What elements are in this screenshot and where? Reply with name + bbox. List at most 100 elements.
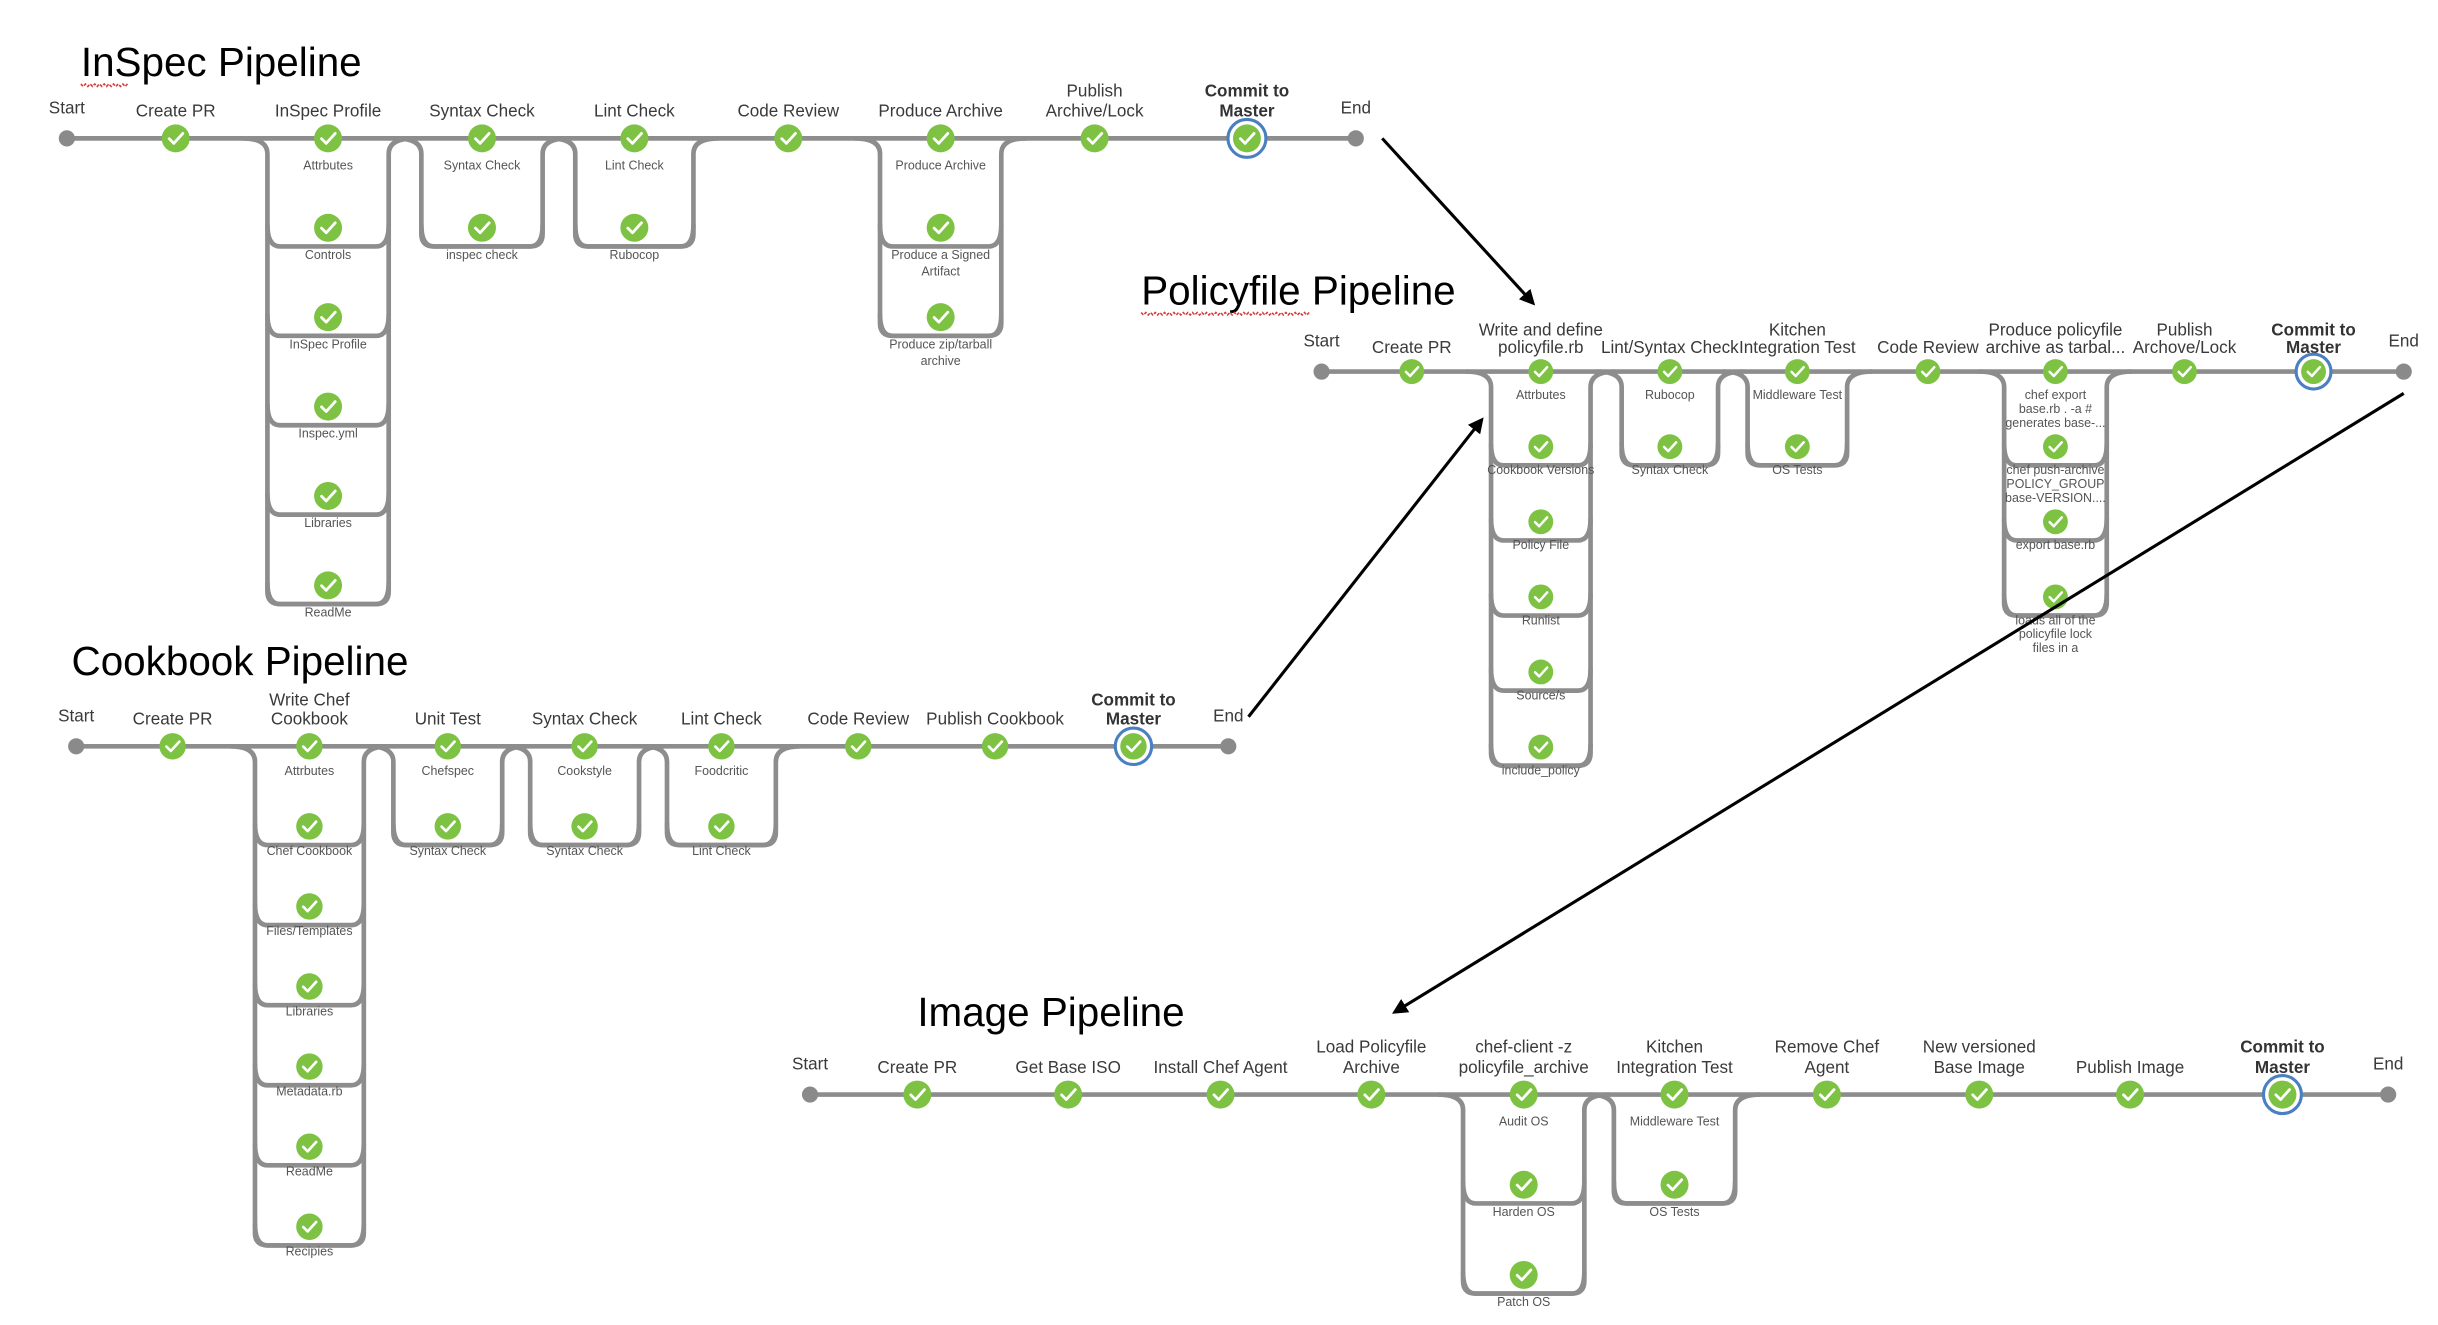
check-icon xyxy=(987,740,1004,753)
stage-status-1[interactable] xyxy=(903,1080,932,1109)
stage-status-2[interactable] xyxy=(296,733,323,760)
arrow-inspec-to-policyfile xyxy=(1381,137,1536,306)
check-icon xyxy=(474,132,491,145)
substep-status[interactable] xyxy=(467,213,496,242)
substep-status[interactable] xyxy=(314,392,343,421)
substep-label: Syntax Check xyxy=(409,844,486,858)
substep-status[interactable] xyxy=(926,213,955,242)
stage-status-4[interactable] xyxy=(620,124,649,153)
stage-status-7[interactable] xyxy=(1812,1080,1841,1109)
stage-label: Syntax Check xyxy=(429,102,535,121)
stage-status-9[interactable] xyxy=(2116,1080,2145,1109)
branch-connector xyxy=(265,224,392,249)
stage-status-1[interactable] xyxy=(1399,359,1425,385)
branch-connector xyxy=(252,1223,367,1248)
check-icon xyxy=(780,132,797,145)
stage-status-7[interactable] xyxy=(981,733,1009,760)
substep-status[interactable] xyxy=(1528,734,1554,760)
stage-status-3[interactable] xyxy=(434,733,461,760)
substep-status[interactable] xyxy=(314,481,343,510)
substep-status[interactable] xyxy=(296,973,323,1000)
stage-status-1[interactable] xyxy=(159,733,186,760)
success-circle xyxy=(571,733,598,760)
stage-status-10[interactable] xyxy=(2261,1074,2303,1116)
substep-label: Inspec.yml xyxy=(298,427,357,441)
stage-status-4[interactable] xyxy=(571,733,598,760)
stage-label: Create PR xyxy=(136,102,216,121)
stage-label: Get Base ISO xyxy=(1015,1058,1120,1077)
substep-status[interactable] xyxy=(620,213,649,242)
stage-status-2[interactable] xyxy=(314,124,343,153)
success-circle xyxy=(2268,1080,2297,1109)
stage-status-3[interactable] xyxy=(1657,359,1683,385)
stage-status-6[interactable] xyxy=(926,124,955,153)
check-icon xyxy=(1790,365,1805,378)
stage-label: Install Chef Agent xyxy=(1154,1058,1288,1077)
check-icon xyxy=(1533,365,1549,378)
stage-status-8[interactable] xyxy=(1965,1080,1994,1109)
stage-status-7[interactable] xyxy=(2172,359,2197,385)
stage-status-6[interactable] xyxy=(2043,359,2068,385)
pipeline-cookbook: Cookbook Pipeline xyxy=(68,638,1237,1248)
substep-status[interactable] xyxy=(708,813,735,840)
success-circle xyxy=(1784,359,1810,385)
check-icon xyxy=(626,132,643,145)
substep-label: Recipies xyxy=(286,1245,334,1259)
substep-status[interactable] xyxy=(1528,584,1554,610)
stage-status-5[interactable] xyxy=(1509,1080,1538,1109)
branch-connector xyxy=(252,1063,367,1088)
success-circle xyxy=(314,213,343,242)
substep-status[interactable] xyxy=(1528,434,1554,460)
stage-status-8[interactable] xyxy=(1113,726,1154,767)
substep-status[interactable] xyxy=(1528,509,1554,535)
stage-label: Create PR xyxy=(877,1058,957,1077)
stage-status-5[interactable] xyxy=(1915,359,1941,385)
stage-status-6[interactable] xyxy=(1660,1080,1689,1109)
stage-status-4[interactable] xyxy=(1784,359,1810,385)
check-icon xyxy=(440,820,456,833)
substep-status[interactable] xyxy=(296,1053,323,1080)
stage-status-8[interactable] xyxy=(2294,352,2333,391)
stage-status-6[interactable] xyxy=(845,733,872,760)
substep-status[interactable] xyxy=(434,813,461,840)
substep-status[interactable] xyxy=(1660,1170,1689,1199)
substep-status[interactable] xyxy=(296,813,323,840)
start-label: Start xyxy=(1304,332,1340,351)
stage-status-7[interactable] xyxy=(1080,124,1109,153)
substep-status[interactable] xyxy=(296,1213,323,1240)
stage-status-1[interactable] xyxy=(161,124,190,153)
stage-status-3[interactable] xyxy=(1206,1080,1235,1109)
start-label: Start xyxy=(792,1055,828,1074)
stage-status-2[interactable] xyxy=(1054,1080,1083,1109)
substep-status[interactable] xyxy=(2043,509,2068,535)
stage-status-8[interactable] xyxy=(1226,117,1268,159)
substep-status[interactable] xyxy=(926,303,955,332)
substep-status[interactable] xyxy=(314,303,343,332)
stage-status-5[interactable] xyxy=(774,124,803,153)
substep-status[interactable] xyxy=(1509,1260,1538,1289)
success-circle xyxy=(434,813,461,840)
stage-status-5[interactable] xyxy=(708,733,735,760)
substep-status[interactable] xyxy=(1657,434,1683,460)
check-icon xyxy=(320,132,337,145)
success-circle xyxy=(296,1133,323,1160)
substep-status[interactable] xyxy=(1509,1170,1538,1199)
substep-status[interactable] xyxy=(1784,434,1810,460)
check-icon xyxy=(167,132,185,145)
substep-status[interactable] xyxy=(2043,434,2068,460)
substep-status[interactable] xyxy=(1528,659,1554,685)
substep-status[interactable] xyxy=(314,571,343,600)
stage-status-2[interactable] xyxy=(1528,359,1554,385)
substep-label: Rubocop xyxy=(1645,388,1695,402)
substep-status[interactable] xyxy=(571,813,598,840)
branch-connector xyxy=(1466,369,1616,769)
substep-status[interactable] xyxy=(296,893,323,920)
substep-status[interactable] xyxy=(314,213,343,242)
substep-status[interactable] xyxy=(296,1133,323,1160)
end-label: End xyxy=(2373,1055,2403,1074)
stage-label: Lint Check xyxy=(681,710,762,729)
stage-status-4[interactable] xyxy=(1357,1080,1386,1109)
stage-status-3[interactable] xyxy=(467,124,496,153)
